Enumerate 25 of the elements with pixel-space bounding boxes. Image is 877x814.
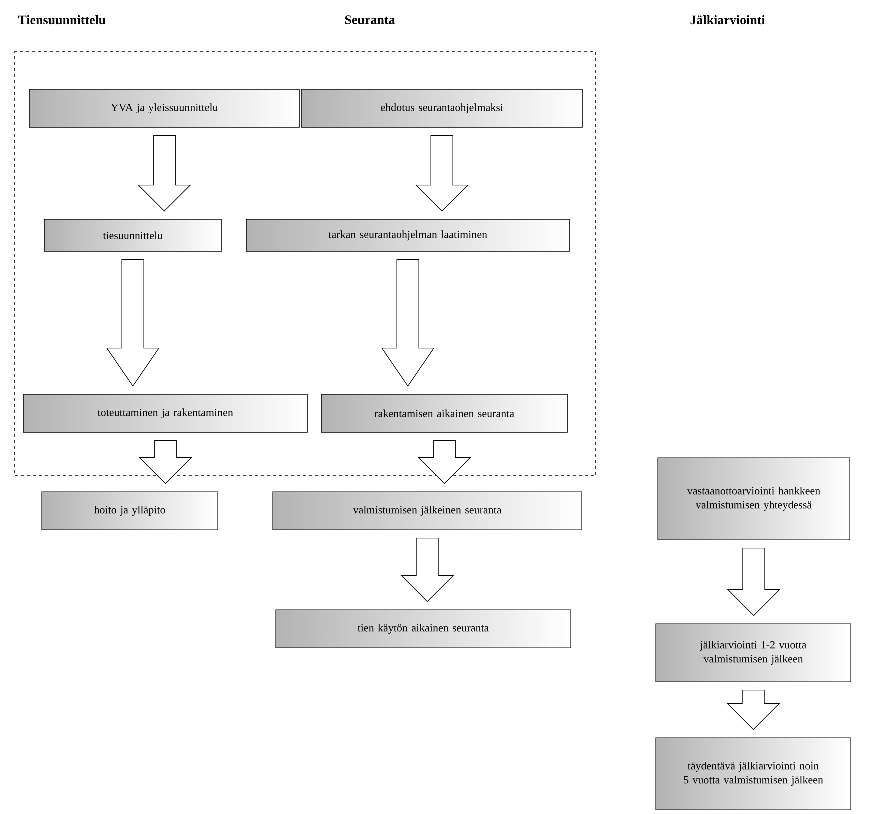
block-arrow bbox=[727, 548, 781, 616]
process-box: tien käytön aikainen seuranta bbox=[276, 610, 572, 648]
block-arrow bbox=[138, 440, 192, 484]
process-box: toteuttaminen ja rakentaminen bbox=[23, 394, 308, 433]
block-arrow bbox=[400, 538, 454, 602]
block-arrow bbox=[138, 136, 192, 212]
dashed-frame bbox=[14, 52, 596, 476]
process-box: valmistumisen jälkeinen seuranta bbox=[272, 492, 582, 530]
process-box: tarkan seurantaohjelman laatiminen bbox=[246, 219, 570, 252]
process-box: YVA ja yleissuunnittelu bbox=[29, 89, 300, 128]
process-box: jälkiarviointi 1-2 vuotta valmistumisen jälkeen bbox=[656, 624, 852, 682]
process-box: tiesuunnittelu bbox=[44, 219, 222, 252]
process-box: täydentävä jälkiarviointi noin 5 vuotta valmistumisen jälkeen bbox=[656, 738, 852, 810]
process-box: hoito ja ylläpito bbox=[42, 492, 218, 530]
process-box: ehdotus seurantaohjelmaksi bbox=[301, 89, 583, 128]
block-arrow bbox=[726, 690, 780, 730]
block-arrow bbox=[106, 260, 160, 387]
block-arrow bbox=[418, 440, 472, 484]
column-heading: Jälkiarviointi bbox=[690, 15, 766, 25]
block-arrow bbox=[415, 136, 469, 212]
block-arrow bbox=[381, 260, 435, 387]
process-box: rakentamisen aikainen seuranta bbox=[321, 394, 568, 433]
process-box: vastaanottoarviointi hankkeen valmistumisen yhteydessä bbox=[658, 458, 850, 540]
column-heading: Tiensuunnittelu bbox=[18, 15, 106, 25]
column-heading: Seuranta bbox=[345, 16, 396, 24]
